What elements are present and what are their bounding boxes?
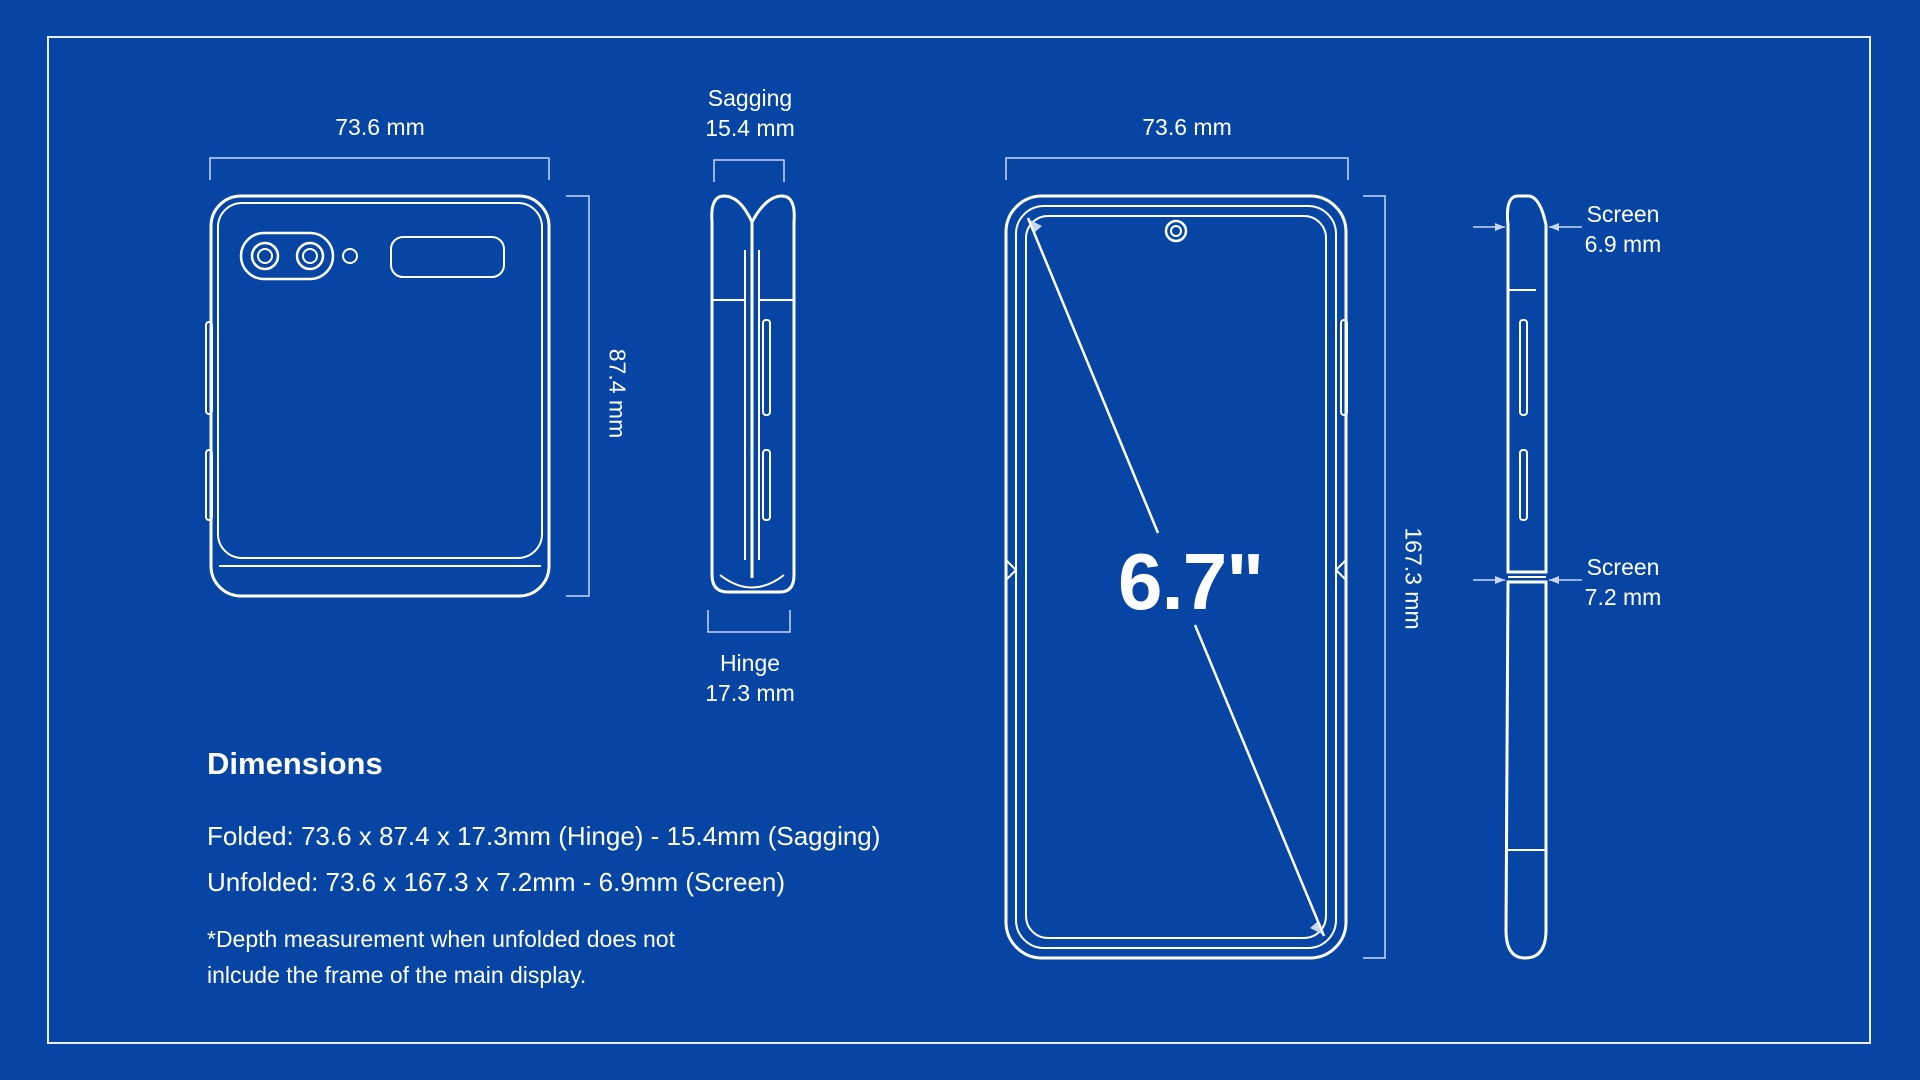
dimension-arrows [1030,220,1559,934]
border-frame [47,36,1871,1044]
folded-height-label: 87.4 mm [604,348,631,439]
dimension-lines [209,157,1582,959]
depth-note-line-1: *Depth measurement when unfolded does no… [207,926,675,952]
sagging-title: Sagging [707,85,793,111]
unfolded-spec: Unfolded: 73.6 x 167.3 x 7.2mm - 6.9mm (… [207,867,786,897]
screen-top-title: Screen [1586,201,1660,227]
unfolded-width-label: 73.6 mm [1142,114,1232,140]
screen-top-value: 6.9 mm [1584,231,1662,257]
screen-bottom-title: Screen [1586,554,1660,580]
unfolded-side-view [1504,194,1548,960]
hinge-title: Hinge [719,650,781,676]
screen-size-label: 6.7" [1118,537,1264,626]
unfolded-height-label: 167.3 mm [1400,527,1427,630]
folded-width-label: 73.6 mm [335,114,425,140]
folded-front-view [205,194,551,598]
unfolded-front-view [1004,194,1348,960]
sagging-value: 15.4 mm [705,115,795,141]
depth-note-line-2: inlcude the frame of the main display. [207,962,587,988]
folded-spec: Folded: 73.6 x 87.4 x 17.3mm (Hinge) - 1… [207,821,881,851]
folded-side-view [710,194,796,594]
dimensions-heading: Dimensions [207,746,383,781]
hinge-value: 17.3 mm [705,680,795,706]
screen-bottom-value: 7.2 mm [1584,584,1662,610]
